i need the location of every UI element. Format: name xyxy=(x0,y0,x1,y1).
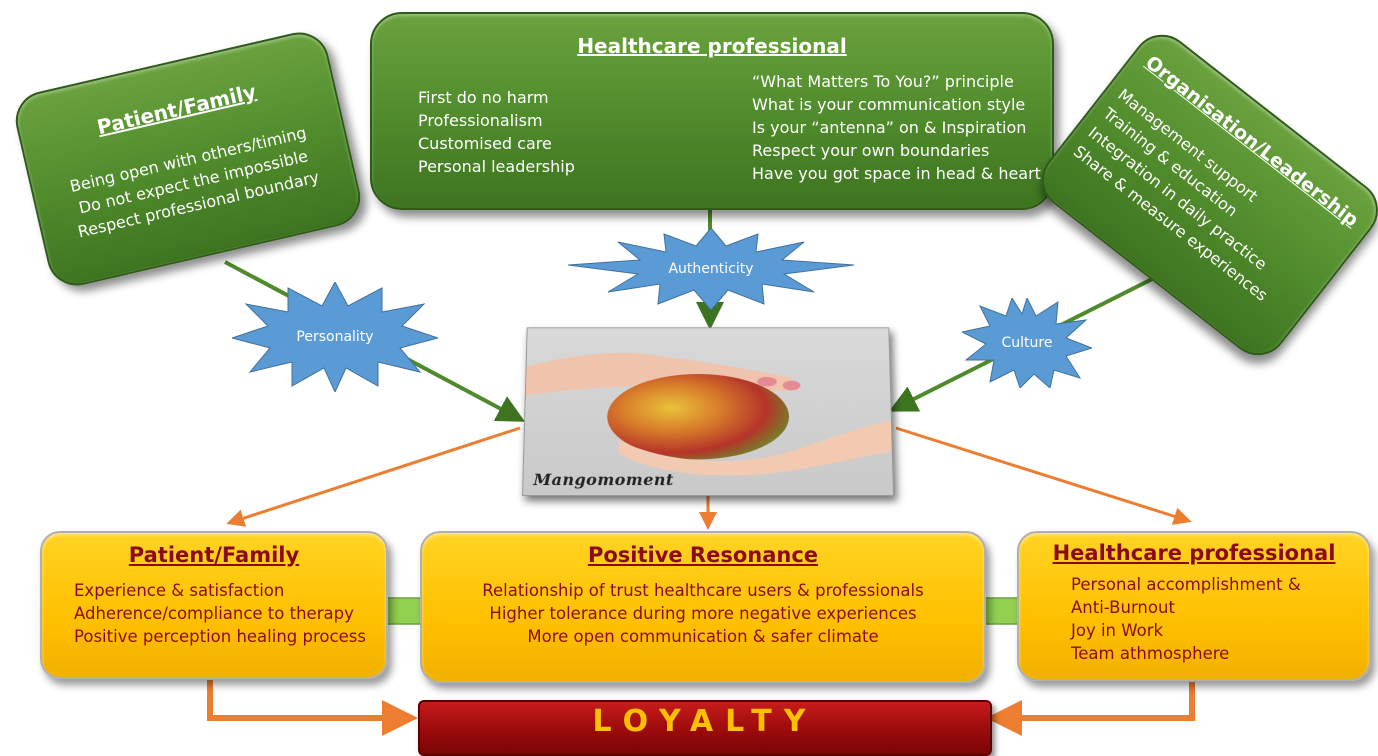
patient-family-outcome-title: Patient/Family xyxy=(128,543,300,567)
arrow-healthcare-to-loyalty xyxy=(986,682,1195,736)
culture-burst: Culture xyxy=(960,296,1094,389)
mango-hands-photo: Mangomoment xyxy=(522,327,894,496)
healthcare-professional-title: Healthcare professional xyxy=(577,34,847,58)
list-item: First do no harm xyxy=(418,88,549,107)
list-item: Team athmosphere xyxy=(1071,644,1230,663)
healthcare-professional-outcome-box: Healthcare professional Personal accompl… xyxy=(1017,531,1371,681)
healthcare-right-list: “What Matters To You?” principle What is… xyxy=(752,70,1041,185)
healthcare-professional-box: Healthcare professional First do no harm… xyxy=(370,12,1054,210)
patient-family-outcome-list: Experience & satisfaction Adherence/comp… xyxy=(42,579,386,648)
list-item: Customised care xyxy=(418,134,552,153)
mangomoment-caption: Mangomoment xyxy=(533,470,674,490)
positive-resonance-title: Positive Resonance xyxy=(587,543,819,567)
positive-resonance-box: Positive Resonance Relationship of trust… xyxy=(420,531,986,683)
healthcare-professional-outcome-list: Personal accomplishment & Anti-Burnout J… xyxy=(1019,573,1369,665)
list-item: Is your “antenna” on & Inspiration xyxy=(752,118,1027,137)
loyalty-banner: LOYALTY xyxy=(418,700,992,756)
list-item: “What Matters To You?” principle xyxy=(752,72,1014,91)
list-item: Professionalism xyxy=(418,111,543,130)
authenticity-burst: Authenticity xyxy=(567,227,855,311)
hands-holding-mango-image xyxy=(525,352,893,476)
list-item: Personal accomplishment & xyxy=(1071,575,1301,594)
arrow-patient-to-loyalty xyxy=(207,680,418,736)
list-item: What is your communication style xyxy=(752,95,1026,114)
list-item: Personal leadership xyxy=(418,157,575,176)
list-item: Higher tolerance during more negative ex… xyxy=(489,604,917,623)
positive-resonance-list: Relationship of trust healthcare users &… xyxy=(422,579,984,648)
healthcare-professional-outcome-title: Healthcare professional xyxy=(1052,541,1336,565)
list-item: Adherence/compliance to therapy xyxy=(74,604,354,623)
loyalty-label: LOYALTY xyxy=(592,704,818,739)
arrow-photo-to-healthcare xyxy=(895,426,1192,525)
authenticity-label: Authenticity xyxy=(668,261,754,277)
list-item: Respect your own boundaries xyxy=(752,141,990,160)
arrow-photo-to-patient xyxy=(226,426,521,527)
culture-label: Culture xyxy=(1001,335,1053,351)
personality-burst: Personality xyxy=(230,280,440,394)
list-item: Anti-Burnout xyxy=(1071,598,1175,617)
list-item: Relationship of trust healthcare users &… xyxy=(482,581,924,600)
list-item: Experience & satisfaction xyxy=(74,581,285,600)
list-item: Joy in Work xyxy=(1071,621,1164,640)
patient-family-outcome-box: Patient/Family Experience & satisfaction… xyxy=(40,531,388,679)
list-item: Positive perception healing process xyxy=(74,627,366,646)
list-item: More open communication & safer climate xyxy=(527,627,879,646)
list-item: Have you got space in head & heart xyxy=(752,164,1041,183)
healthcare-left-list: First do no harm Professionalism Customi… xyxy=(418,86,575,178)
personality-label: Personality xyxy=(296,329,374,345)
